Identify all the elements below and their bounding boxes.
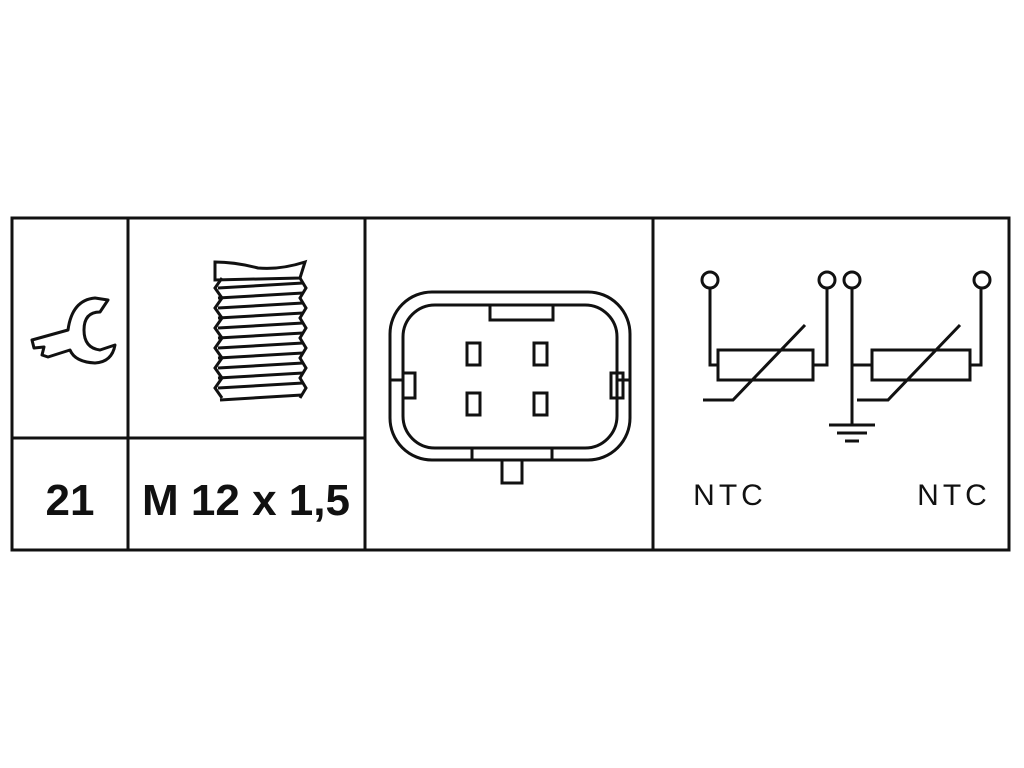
- ntc-label-right: NTC: [917, 479, 991, 512]
- thread-icon: [213, 259, 308, 402]
- wrench-size: 21: [46, 476, 95, 525]
- table-grid: [10, 216, 1011, 552]
- wrench-icon: [30, 296, 117, 365]
- ntc-label-left: NTC: [693, 479, 767, 512]
- connector-icon: [388, 290, 632, 485]
- thread-size: M 12 x 1,5: [142, 476, 350, 525]
- ntc-circuit-icon: [700, 270, 992, 443]
